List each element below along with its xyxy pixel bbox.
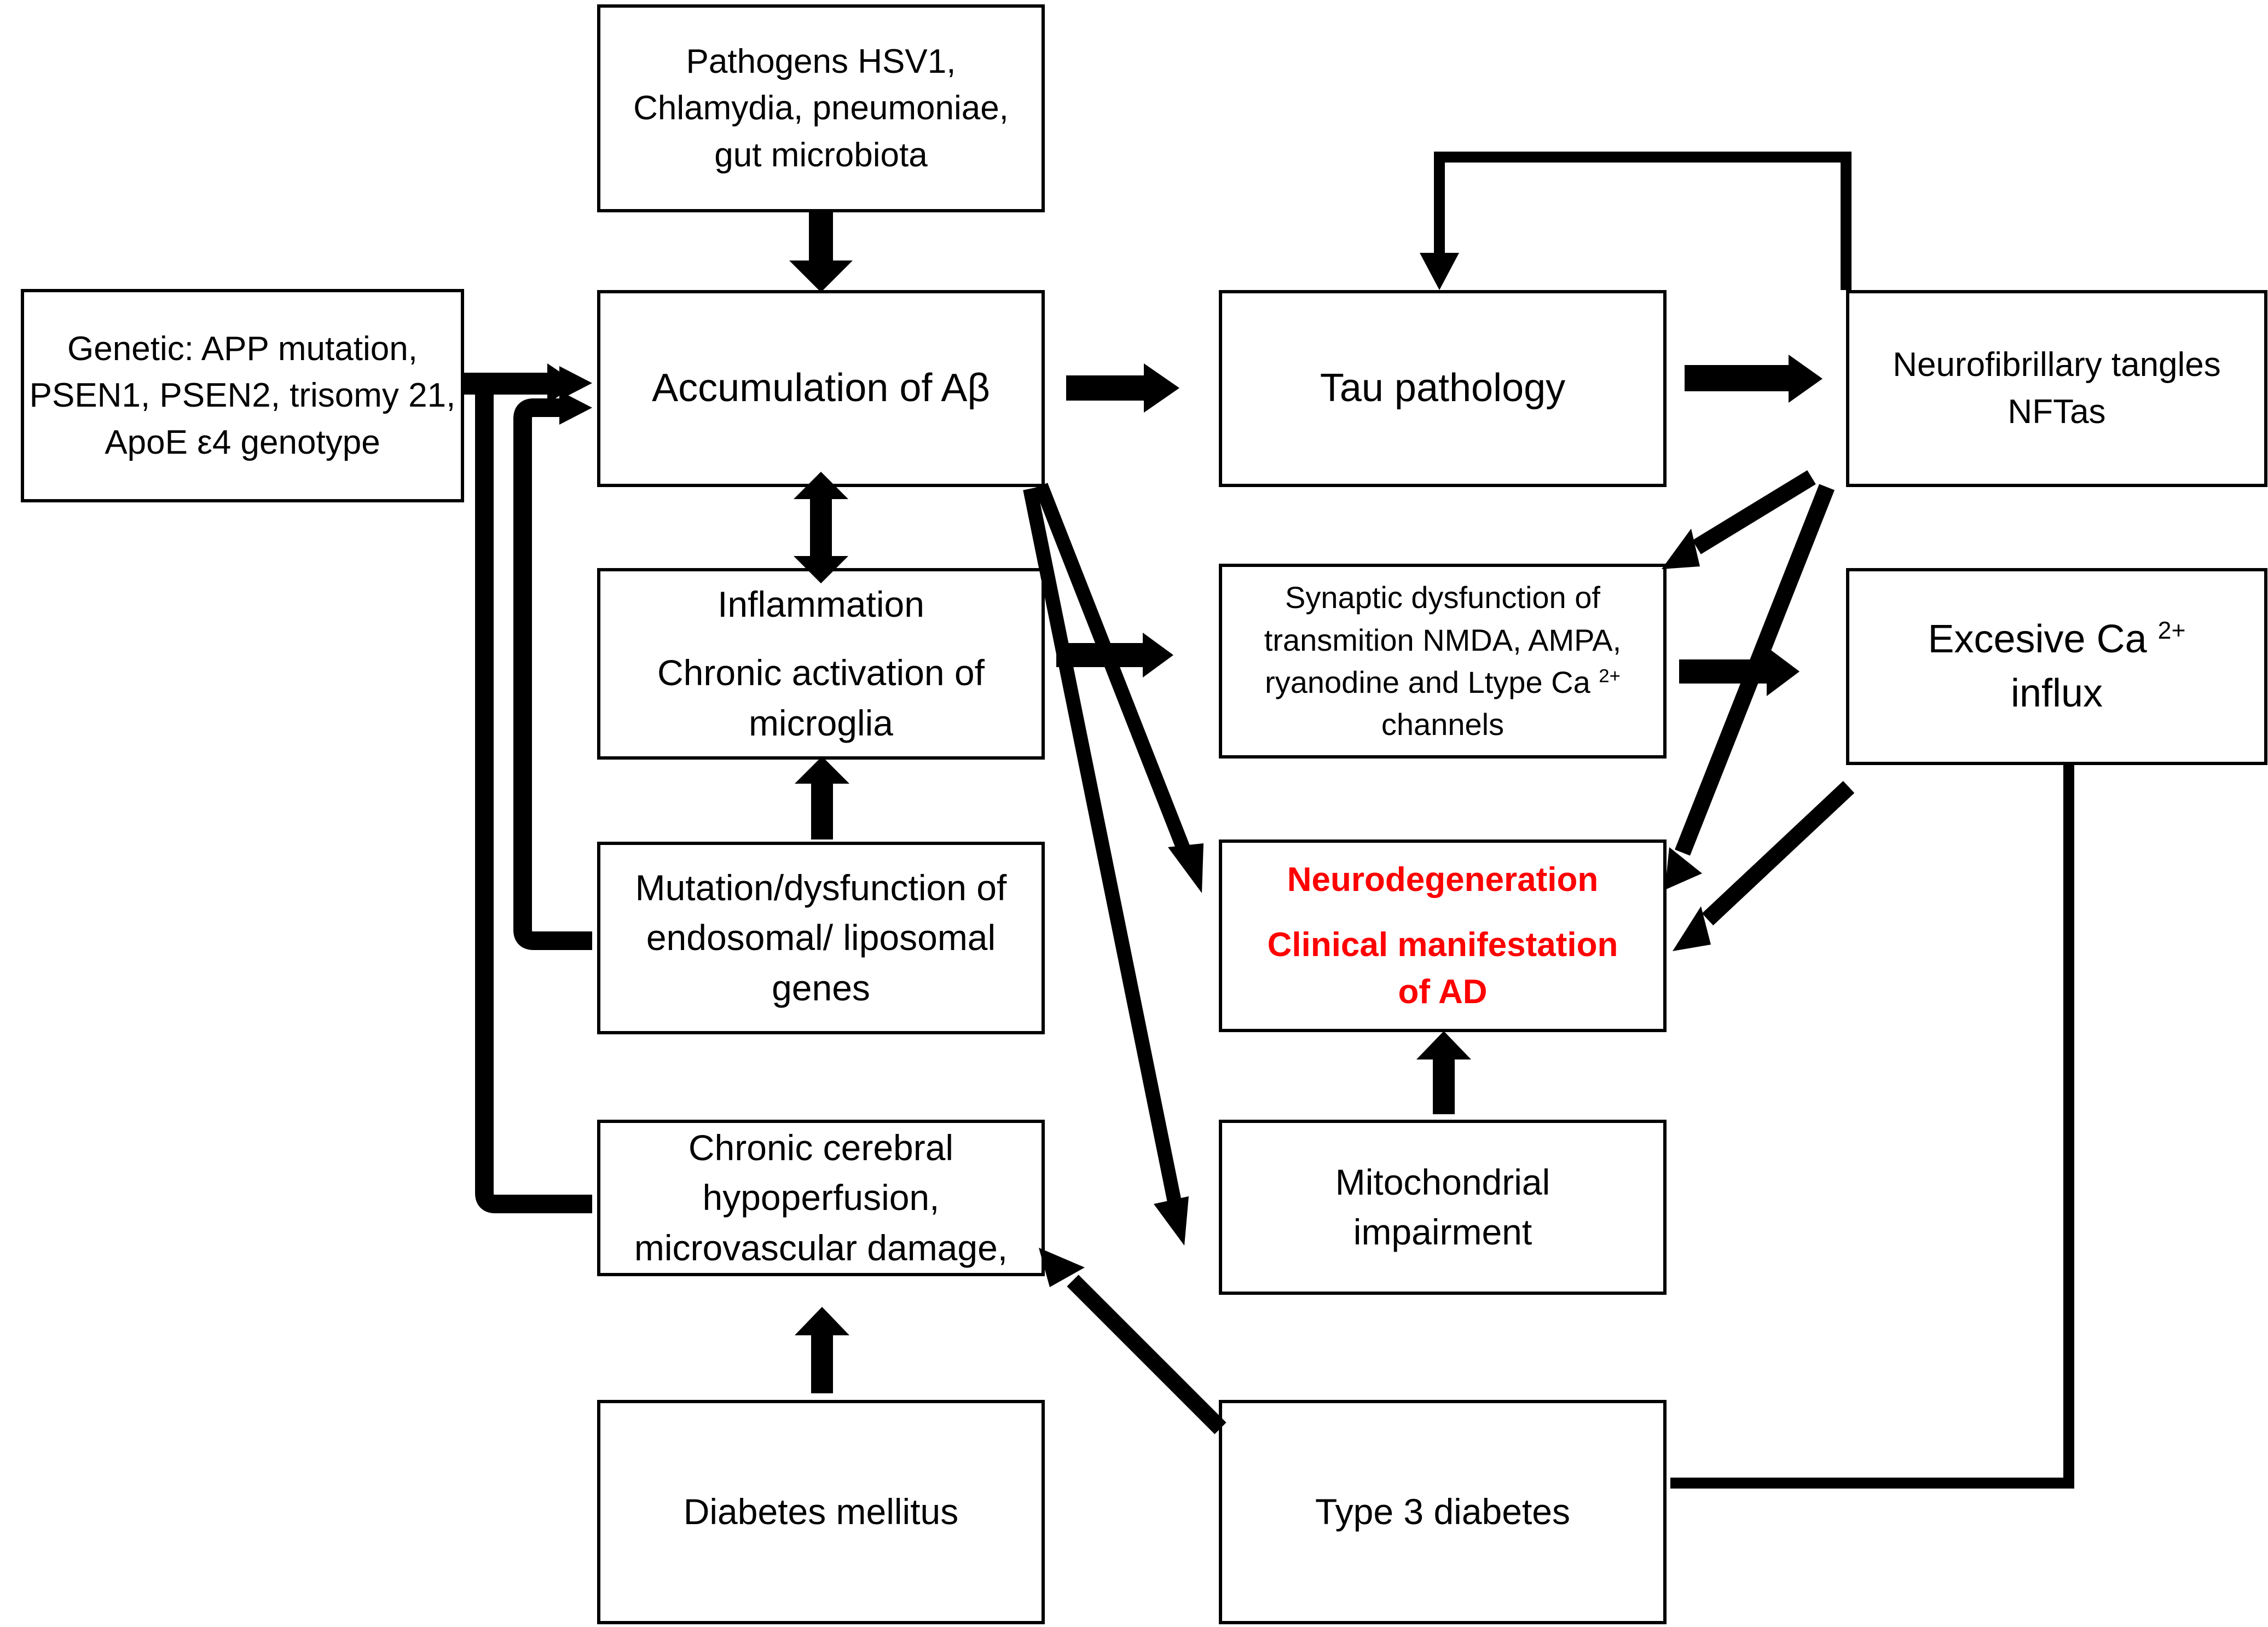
edge-diabetes-mellitus-to-hypoperfusion — [795, 1307, 849, 1393]
node-inflammation[interactable]: Inflammation Chronic activation of micro… — [597, 568, 1045, 760]
pathogens-line-2: Chlamydia, pneumoniae, — [633, 89, 1009, 128]
node-chronic-cerebral-hypoperfusion[interactable]: Chronic cerebral hypoperfusion, microvas… — [597, 1120, 1045, 1276]
edge-hypoperfusion-to-accumulation-feedback — [475, 366, 592, 1213]
edge-nfts-to-synaptic — [1662, 470, 1816, 569]
mutation-line-1: Mutation/dysfunction of — [635, 867, 1007, 908]
mitochondrial-line-1: Mitochondrial — [1335, 1161, 1550, 1202]
edge-accumulation-to-neurodegeneration — [1034, 483, 1204, 893]
neurodegeneration-line-2: Clinical manifestation — [1267, 926, 1618, 964]
node-diabetes-mellitus[interactable]: Diabetes mellitus — [597, 1400, 1045, 1624]
synaptic-line-3: ryanodine and Ltype Ca 2+ — [1222, 661, 1663, 703]
edge-genetic-to-accumulation — [464, 363, 577, 404]
edge-mutation-to-accumulation-feedback — [513, 391, 592, 950]
node-excessive-calcium-influx[interactable]: Excesive Ca 2+ influx — [1846, 568, 2267, 765]
node-mutation-dysfunction[interactable]: Mutation/dysfunction of endosomal/ lipos… — [597, 842, 1045, 1034]
calcium-line-1: Excesive Ca 2+ — [1849, 612, 2264, 667]
node-type-3-diabetes[interactable]: Type 3 diabetes — [1219, 1400, 1667, 1624]
pathogens-line-1: Pathogens HSV1, — [686, 42, 956, 80]
edge-pathogens-to-accumulation — [789, 212, 853, 292]
inflammation-title: Inflammation — [718, 584, 924, 625]
nfts-line-2: NFTas — [2007, 393, 2106, 431]
node-genetic[interactable]: Genetic: APP mutation, PSEN1, PSEN2, tri… — [21, 289, 464, 502]
neurodegeneration-line-1: Neurodegeneration — [1287, 860, 1599, 899]
inflammation-line-3: microglia — [748, 702, 894, 743]
mutation-line-3: genes — [772, 967, 870, 1008]
edge-nfts-to-tau — [1420, 152, 1852, 290]
node-mitochondrial-impairment[interactable]: Mitochondrial impairment — [1219, 1120, 1667, 1295]
hypoperfusion-line-3: microvascular damage, — [634, 1227, 1008, 1268]
edge-type3-to-hypoperfusion — [1039, 1248, 1226, 1434]
node-neurodegeneration[interactable]: Neurodegeneration Clinical manifestation… — [1219, 839, 1667, 1032]
edge-tau-to-nfts — [1685, 355, 1822, 403]
synaptic-line-3-text: ryanodine and Ltype Ca — [1265, 665, 1599, 699]
edge-accumulation-to-tau — [1066, 363, 1179, 413]
synaptic-line-4: channels — [1381, 707, 1505, 742]
mutation-line-2: endosomal/ liposomal — [646, 917, 996, 958]
node-accumulation-of-abeta[interactable]: Accumulation of Aβ — [597, 290, 1045, 487]
edge-calcium-to-neurodegeneration — [1673, 781, 1855, 951]
synaptic-charge-superscript: 2+ — [1599, 665, 1621, 687]
edge-mitochondrial-to-neurodegeneration — [1416, 1031, 1471, 1114]
type-3-diabetes-label: Type 3 diabetes — [1315, 1491, 1570, 1532]
edge-accumulation-inflammation-bidirectional — [794, 472, 848, 583]
mitochondrial-line-2: impairment — [1353, 1212, 1532, 1252]
node-synaptic-dysfunction[interactable]: Synaptic dysfunction of transmition NMDA… — [1219, 564, 1667, 759]
tau-pathology-label: Tau pathology — [1320, 366, 1566, 410]
hypoperfusion-line-1: Chronic cerebral — [688, 1127, 954, 1168]
hypoperfusion-line-2: hypoperfusion, — [702, 1177, 940, 1218]
edge-nfts-to-neurodegeneration — [1665, 484, 1835, 890]
calcium-charge-superscript: 2+ — [2157, 617, 2186, 644]
node-tau-pathology[interactable]: Tau pathology — [1219, 290, 1667, 487]
diabetes-mellitus-label: Diabetes mellitus — [683, 1491, 959, 1532]
nfts-line-1: Neurofibrillary tangles — [1893, 346, 2221, 384]
node-neurofibrillary-tangles[interactable]: Neurofibrillary tangles NFTas — [1846, 290, 2267, 487]
edge-mutation-to-inflammation — [795, 756, 849, 839]
edge-type3-to-calcium — [1670, 765, 2074, 1489]
synaptic-line-1: Synaptic dysfunction of — [1285, 580, 1600, 615]
synaptic-line-2: transmition NMDA, AMPA, — [1264, 622, 1622, 657]
edge-inflammation-to-synaptic — [1056, 633, 1173, 678]
calcium-line-1-text: Excesive Ca — [1928, 617, 2158, 661]
node-pathogens[interactable]: Pathogens HSV1, Chlamydia, pneumoniae, g… — [597, 4, 1045, 212]
edge-synaptic-to-calcium — [1679, 647, 1800, 696]
edge-accumulation-to-mitochondrial — [1023, 487, 1189, 1246]
inflammation-line-2: Chronic activation of — [657, 652, 985, 693]
pathogens-line-3: gut microbiota — [714, 136, 928, 174]
genetic-line-3: ApoE ε4 genotype — [105, 423, 380, 461]
accumulation-label: Accumulation of Aβ — [652, 366, 990, 410]
neurodegeneration-line-3: of AD — [1398, 972, 1488, 1011]
calcium-line-2: influx — [2010, 671, 2103, 715]
genetic-line-1: Genetic: APP mutation, — [67, 329, 418, 368]
genetic-line-2: PSEN1, PSEN2, trisomy 21, — [29, 377, 456, 415]
